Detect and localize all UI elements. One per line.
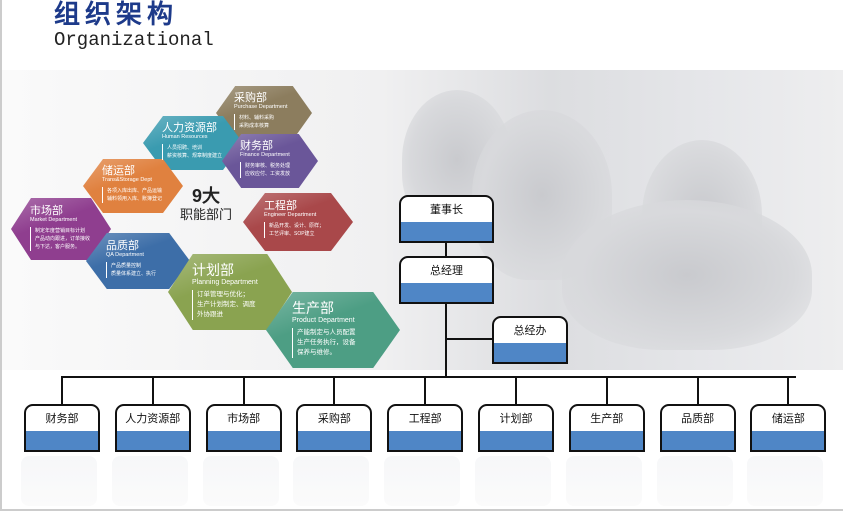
box-band (401, 222, 492, 241)
department-label: 品质部 (681, 413, 715, 425)
general-manager-box[interactable]: 总经理 (399, 256, 494, 304)
connector-line (445, 338, 493, 340)
box-reflection (384, 456, 461, 506)
box-band (207, 431, 280, 450)
connector-line (515, 377, 517, 405)
department-label: 采购部 (317, 413, 351, 425)
box-band (401, 283, 492, 302)
hexagon-department (266, 292, 400, 368)
department-box[interactable]: 市场部 (205, 404, 282, 452)
box-reflection (475, 456, 551, 506)
connector-line (696, 377, 699, 405)
wolf-background-image (2, 70, 843, 370)
connector-line (61, 377, 63, 405)
box-band (389, 431, 462, 450)
department-label: 财务部 (45, 413, 79, 425)
connector-line (151, 377, 154, 405)
center-label-line2: 职能部门 (179, 207, 232, 222)
box-band (298, 431, 371, 450)
department-label: 计划部 (499, 413, 533, 425)
hexagon-department (222, 134, 318, 188)
general-manager-label: 总经理 (430, 265, 463, 277)
box-reflection (202, 456, 279, 506)
gm-office-box[interactable]: 总经办 (492, 316, 568, 364)
hexagon-department (86, 233, 190, 289)
box-reflection (747, 456, 824, 506)
box-reflection (21, 456, 97, 506)
box-band (570, 431, 643, 450)
department-box[interactable]: 财务部 (24, 404, 100, 452)
department-box[interactable]: 人力资源部 (114, 404, 191, 452)
connector-line (424, 377, 427, 405)
connector-line (333, 377, 336, 405)
box-reflection (111, 456, 188, 506)
hexagon-department (11, 198, 111, 260)
hexagon-department (83, 159, 183, 213)
department-label: 市场部 (227, 413, 261, 425)
connector-line (787, 377, 790, 405)
hexagon-department (216, 86, 312, 140)
department-label: 工程部 (408, 413, 442, 425)
box-band (26, 431, 98, 450)
department-box[interactable]: 工程部 (387, 404, 464, 452)
department-label: 人力资源部 (125, 413, 181, 425)
department-box[interactable]: 采购部 (296, 404, 373, 452)
box-band (116, 431, 189, 450)
wolf-image (562, 200, 812, 350)
department-label: 生产部 (590, 413, 624, 425)
box-band (480, 431, 552, 450)
department-box[interactable]: 计划部 (478, 404, 554, 452)
connector-line (242, 377, 245, 405)
box-band (661, 431, 734, 450)
gm-office-label: 总经办 (513, 325, 547, 337)
page-subtitle: Organizational (54, 29, 214, 51)
hexagon-department (168, 254, 292, 330)
connector-line (61, 376, 796, 378)
center-label-line1: 9大 (191, 186, 220, 206)
page-title: 组织架构 (54, 0, 179, 30)
chairman-label: 董事长 (430, 204, 463, 216)
box-reflection (293, 456, 370, 506)
box-reflection (565, 456, 642, 506)
department-label: 储运部 (771, 413, 805, 425)
connector-line (605, 377, 608, 405)
department-box[interactable]: 储运部 (750, 404, 827, 452)
department-box[interactable]: 生产部 (568, 404, 645, 452)
box-band (752, 431, 825, 450)
department-box[interactable]: 品质部 (659, 404, 736, 452)
box-band (494, 343, 566, 362)
box-reflection (656, 456, 733, 506)
chairman-box[interactable]: 董事长 (399, 195, 494, 243)
nine-departments-label: 9大 职能部门 (178, 186, 234, 222)
hexagon-department (243, 193, 353, 251)
connector-line (445, 241, 447, 378)
